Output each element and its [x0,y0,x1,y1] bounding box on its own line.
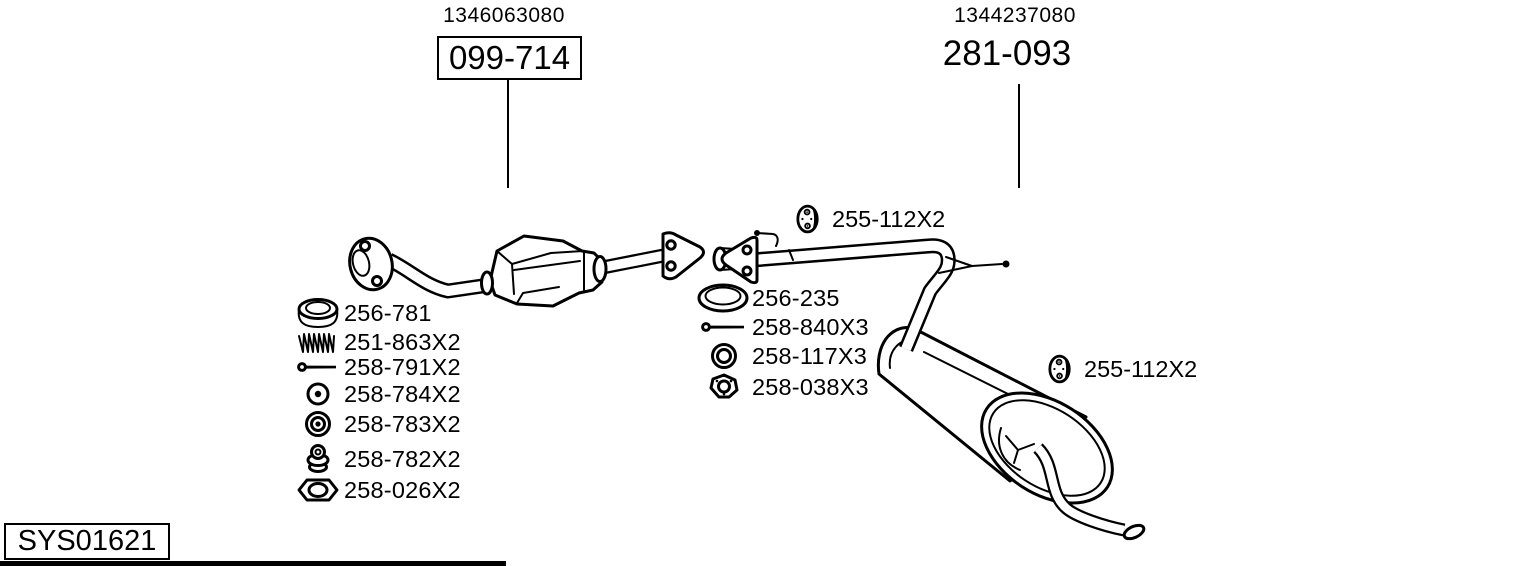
spring-icon [292,327,344,357]
tailpipe-tip [1122,523,1146,541]
part-number-label[interactable]: 258-840X3 [752,313,869,340]
part-number-box-left[interactable]: 099-714 [437,36,582,80]
bolt-icon [696,316,752,338]
part-row: 256-781 [292,298,432,328]
part-number-label[interactable]: 256-235 [752,284,840,311]
part-row: 258-840X3 [696,312,869,342]
part-row: 258-782X2 [292,444,461,474]
rubber-mount-icon [292,443,344,475]
washer-icon [696,341,752,371]
catalytic-converter [488,234,604,308]
oe-number-right: 1344237080 [954,4,1076,27]
hex-nut-icon [292,475,344,505]
diagram-id-box: SYS01621 [4,523,170,560]
bolt-icon [292,356,344,378]
rubber-hanger-icon [796,203,820,235]
part-row: 256-235 [696,283,840,313]
muffler [876,326,1114,505]
leader-line-left [507,80,509,188]
part-row: 258-784X2 [292,379,461,409]
part-row: 258-038X3 [696,372,869,402]
washer-dot-icon [292,379,344,409]
part-number-label[interactable]: 251-863X2 [344,328,461,355]
part-number-label[interactable]: 256-781 [344,299,432,326]
hanger-callout: 255-112X2 [1048,354,1197,384]
hanger-callout: 255-112X2 [796,204,945,234]
leader-line-right [1018,84,1020,188]
scan-edge-bar [0,561,506,566]
part-number-label[interactable]: 258-038X3 [752,373,869,400]
cat-outlet-collar [592,255,608,283]
rear-inlet-flange [712,235,759,285]
rubber-hanger-icon [1048,353,1072,385]
part-row: 258-791X2 [292,352,461,382]
part-number-label[interactable]: 255-112X2 [1084,355,1198,382]
seal-ring-icon [696,281,752,315]
front-pipe-assembly [348,231,705,308]
part-row: 258-783X2 [292,409,461,439]
tailpipe [1033,443,1146,541]
hanger-bracket-front [754,230,779,247]
part-row: 258-026X2 [292,475,461,505]
exhaust-gasket-ring-icon [292,297,344,329]
grommet-icon [292,409,344,439]
part-number-right[interactable]: 281-093 [942,34,1072,73]
part-number-label[interactable]: 258-784X2 [344,380,461,407]
part-row: 251-863X2 [292,327,461,357]
front-outlet-flange [661,231,705,281]
front-flange [348,236,394,292]
hanger-bracket-rear [938,256,1010,274]
part-number-label[interactable]: 258-783X2 [344,410,461,437]
part-row: 258-117X3 [696,341,867,371]
flange-nut-icon [696,372,752,402]
part-number-label[interactable]: 258-026X2 [344,476,461,503]
part-number-label[interactable]: 255-112X2 [832,205,946,232]
part-number-label[interactable]: 258-117X3 [752,342,868,369]
rear-muffler-assembly [712,230,1146,541]
part-number-label[interactable]: 258-791X2 [344,353,461,380]
cat-inlet-collar [480,270,494,296]
oe-number-left: 1346063080 [443,4,565,27]
part-number-label[interactable]: 258-782X2 [344,445,461,472]
